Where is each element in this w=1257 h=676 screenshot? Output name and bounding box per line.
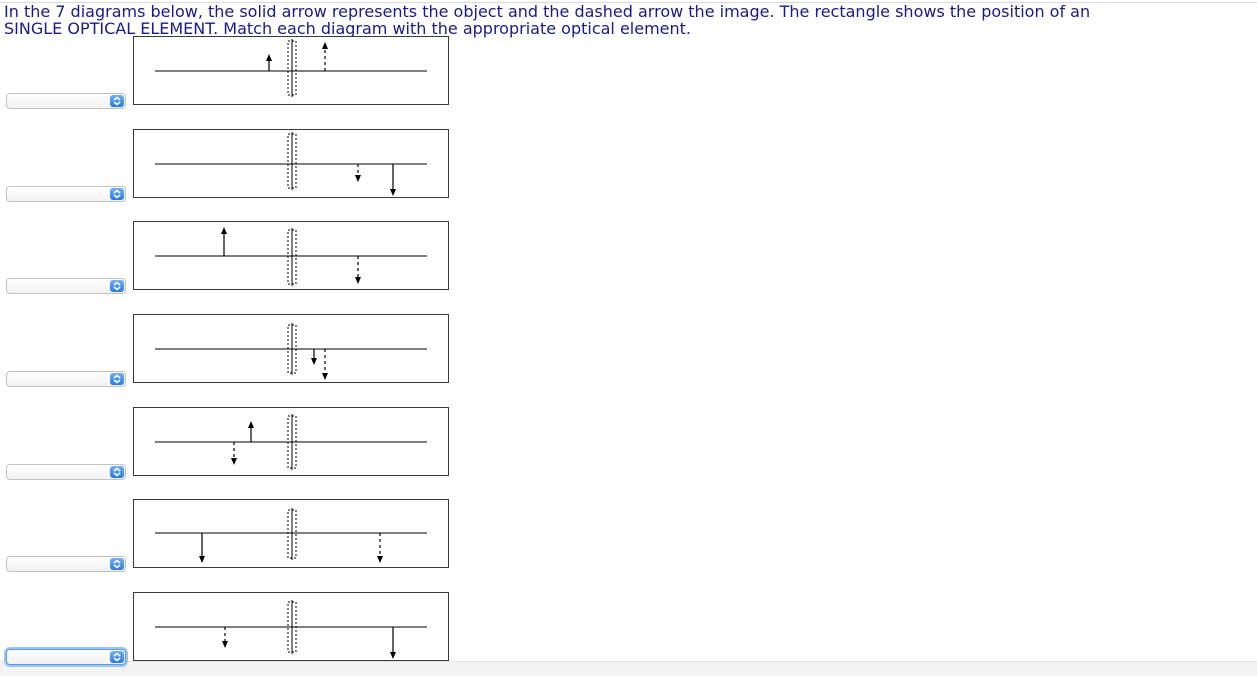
question-text: In the 7 diagrams below, the solid arrow… <box>4 3 1254 37</box>
ray-diagram-6 <box>133 499 449 568</box>
element-select-5[interactable] <box>6 464 126 480</box>
object-arrow <box>221 227 227 256</box>
bottom-scroll-strip <box>0 661 1257 676</box>
element-select-6[interactable] <box>6 556 126 572</box>
question-line-2: SINGLE OPTICAL ELEMENT. Match each diagr… <box>4 19 692 38</box>
object-arrow <box>199 533 205 563</box>
element-select-1[interactable] <box>6 93 126 109</box>
image-arrow <box>355 256 361 284</box>
image-arrow <box>355 164 361 182</box>
object-arrow <box>390 627 396 659</box>
element-select-3[interactable] <box>6 278 126 294</box>
up-down-chevron-icon[interactable] <box>110 373 124 385</box>
ray-diagram-2 <box>133 129 449 198</box>
image-arrow <box>231 442 237 465</box>
image-arrow <box>322 349 328 380</box>
up-down-chevron-icon[interactable] <box>110 188 124 200</box>
element-select-4[interactable] <box>6 371 126 387</box>
up-down-chevron-icon[interactable] <box>110 558 124 570</box>
object-arrow <box>248 421 254 442</box>
ray-diagram-3 <box>133 221 449 290</box>
up-down-chevron-icon[interactable] <box>110 95 124 107</box>
ray-diagram-4 <box>133 314 449 383</box>
element-select-7[interactable] <box>6 649 126 665</box>
image-arrow <box>322 42 328 71</box>
ray-diagram-1 <box>133 36 449 105</box>
element-select-2[interactable] <box>6 186 126 202</box>
up-down-chevron-icon[interactable] <box>110 280 124 292</box>
up-down-chevron-icon[interactable] <box>110 651 124 663</box>
object-arrow <box>311 349 317 365</box>
ray-diagram-7 <box>133 592 449 661</box>
image-arrow <box>377 533 383 563</box>
ray-diagram-5 <box>133 407 449 476</box>
image-arrow <box>222 627 228 648</box>
question-line-1: In the 7 diagrams below, the solid arrow… <box>4 2 1091 21</box>
object-arrow <box>390 164 396 196</box>
object-arrow <box>266 54 272 71</box>
top-divider <box>0 2 1257 3</box>
up-down-chevron-icon[interactable] <box>110 466 124 478</box>
